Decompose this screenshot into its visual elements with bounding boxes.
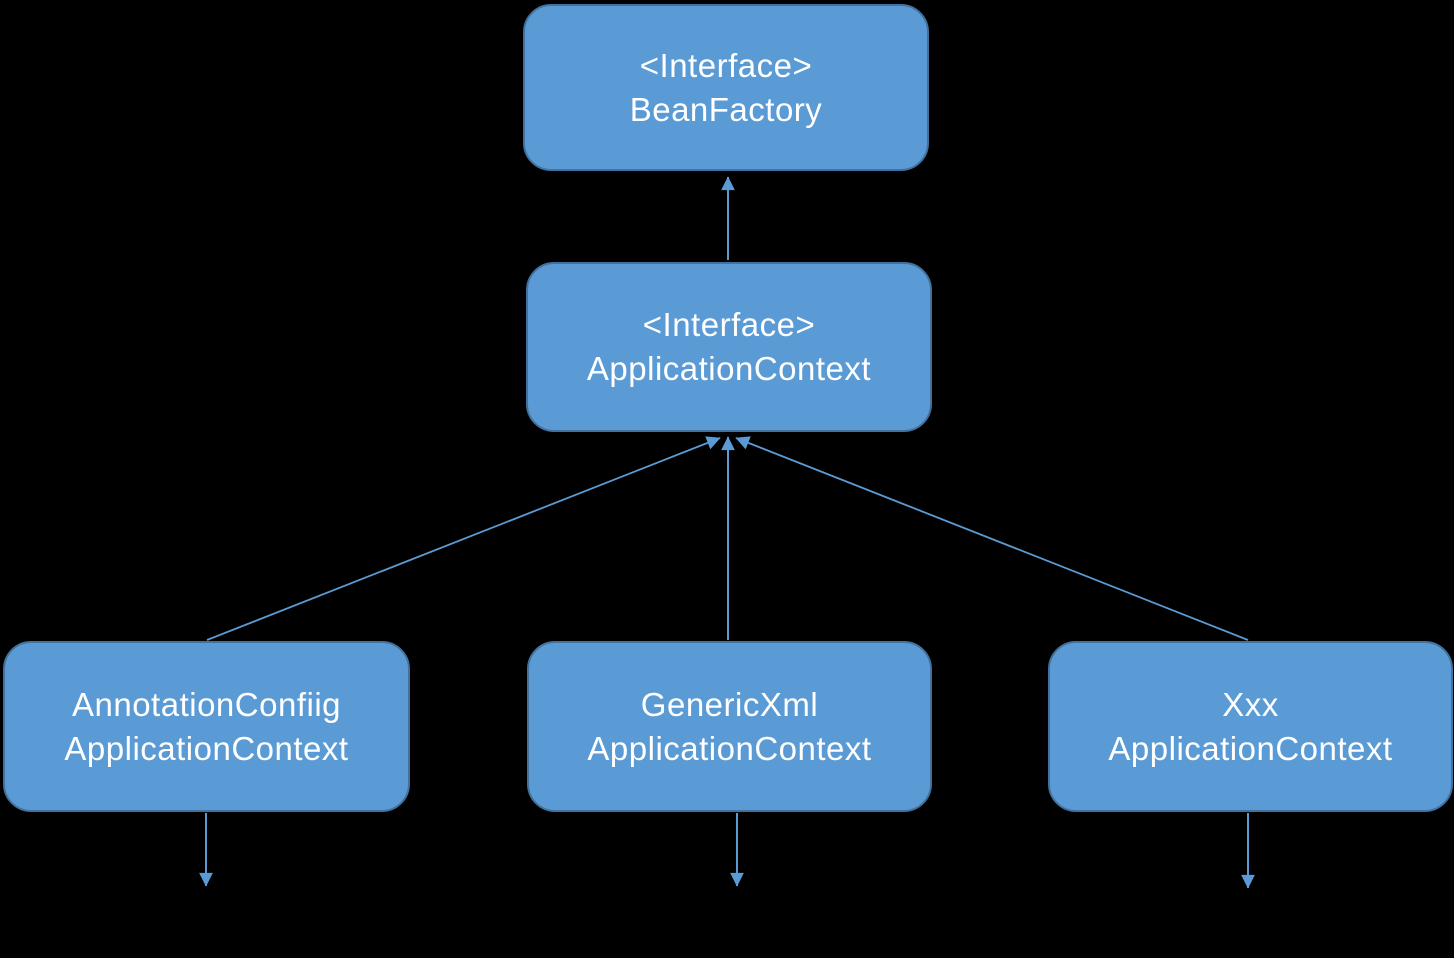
node-annotationconfig-name-line2: ApplicationContext (64, 729, 349, 767)
node-genericxml-name-line2: ApplicationContext (587, 729, 872, 767)
node-xxx-name-line2: ApplicationContext (1108, 729, 1393, 767)
node-xxx-applicationcontext: Xxx ApplicationContext (1048, 641, 1453, 812)
node-annotationconfig-name-line1: AnnotationConfiig (71, 685, 342, 723)
node-beanfactory: <Interface> BeanFactory (523, 4, 929, 171)
node-xxx-name-line1: Xxx (1222, 685, 1279, 723)
node-genericxml-name-line1: GenericXml (640, 685, 819, 723)
node-applicationcontext-name: ApplicationContext (586, 350, 872, 387)
node-genericxml-applicationcontext: GenericXml ApplicationContext (527, 641, 932, 812)
node-beanfactory-name: BeanFactory (629, 90, 823, 128)
node-applicationcontext: <Interface> ApplicationContext (526, 262, 932, 432)
node-applicationcontext-stereotype: <Interface> (642, 306, 816, 343)
node-annotationconfig-applicationcontext: AnnotationConfiig ApplicationContext (3, 641, 410, 812)
edge-xxx-to-applicationcontext (735, 436, 1249, 641)
edge-annotationconfig-to-applicationcontext (206, 436, 721, 641)
node-beanfactory-stereotype: <Interface> (639, 46, 813, 84)
